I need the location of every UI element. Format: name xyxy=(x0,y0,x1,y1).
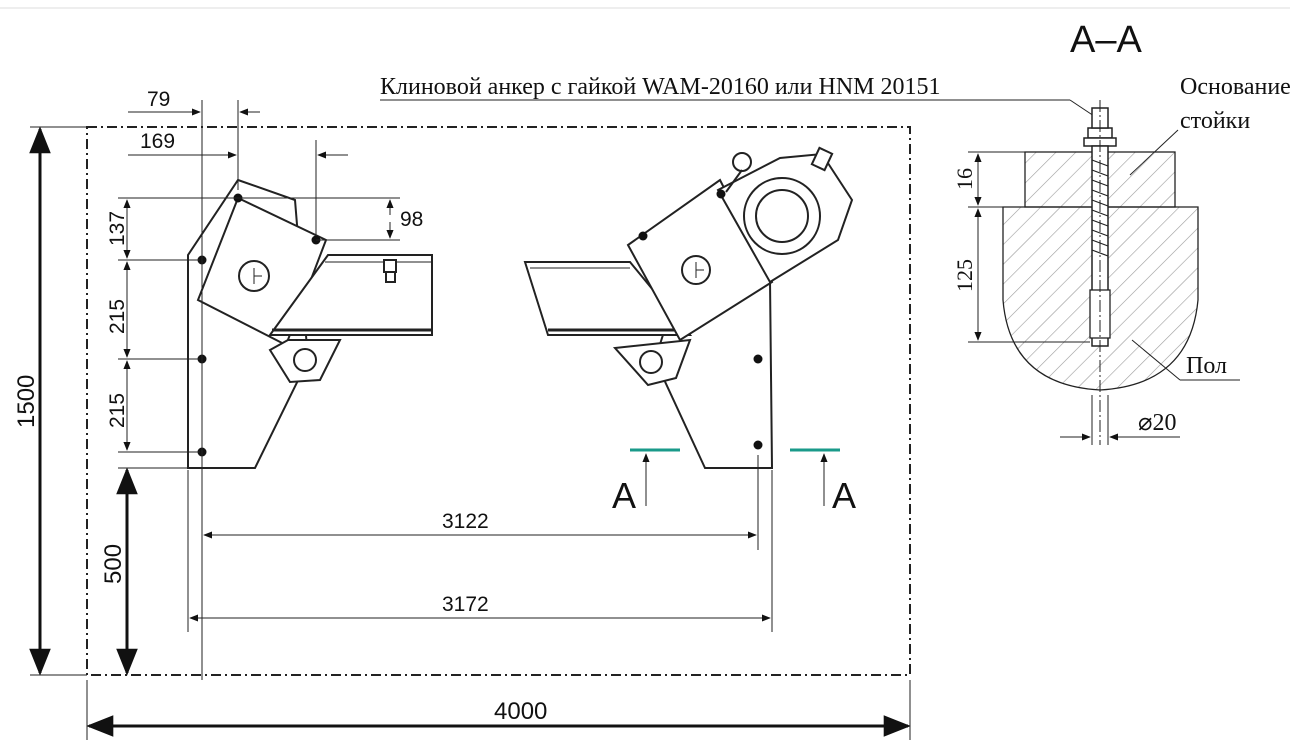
dim-4000-label: 4000 xyxy=(494,698,547,725)
dim-137-label: 137 xyxy=(106,211,129,246)
dim-1500-label: 1500 xyxy=(13,375,40,428)
dim-169-label: 169 xyxy=(140,130,175,153)
right-arm xyxy=(523,261,693,336)
dim-3122-label: 3122 xyxy=(442,510,489,533)
floor-label: Пол xyxy=(1186,353,1227,379)
vertical-chain: 137 215 215 xyxy=(106,197,238,453)
dim-98-label: 98 xyxy=(400,208,423,231)
section-marker-right: A xyxy=(790,448,856,516)
base-label-line2: стойки xyxy=(1180,108,1250,134)
dimension-500: 500 xyxy=(100,467,188,676)
section-marker-left: A xyxy=(612,448,680,516)
base-label-line1: Основание xyxy=(1180,74,1290,100)
dimension-4000: 4000 xyxy=(86,680,911,740)
left-post xyxy=(187,178,433,469)
dim-125-label: 125 xyxy=(952,259,977,292)
right-post xyxy=(523,146,854,469)
section-view: 16 125 Пол ⌀20 xyxy=(952,100,1240,445)
dim-215b-label: 215 xyxy=(106,393,129,428)
floor-area-outline xyxy=(86,126,911,676)
anchor-label: Клиновой анкер с гайкой WAM-20160 или HN… xyxy=(380,74,941,100)
section-letter-right: A xyxy=(832,475,856,516)
dim-500-label: 500 xyxy=(100,544,127,584)
dimension-3172: 3172 xyxy=(187,470,773,632)
diameter-label: ⌀20 xyxy=(1138,410,1176,436)
dim-3172-label: 3172 xyxy=(442,593,489,616)
section-letter-left: A xyxy=(612,475,636,516)
section-title: A–A xyxy=(1070,19,1142,61)
dimension-1500: 1500 xyxy=(13,126,87,676)
dimension-79: 79 xyxy=(128,88,260,680)
dim-16-label: 16 xyxy=(952,168,977,190)
dim-215a-label: 215 xyxy=(106,299,129,334)
dimension-169: 169 xyxy=(128,130,348,236)
dim-79-label: 79 xyxy=(147,88,170,111)
dimension-98: 98 xyxy=(238,197,423,241)
dimension-3122: 3122 xyxy=(203,455,759,550)
